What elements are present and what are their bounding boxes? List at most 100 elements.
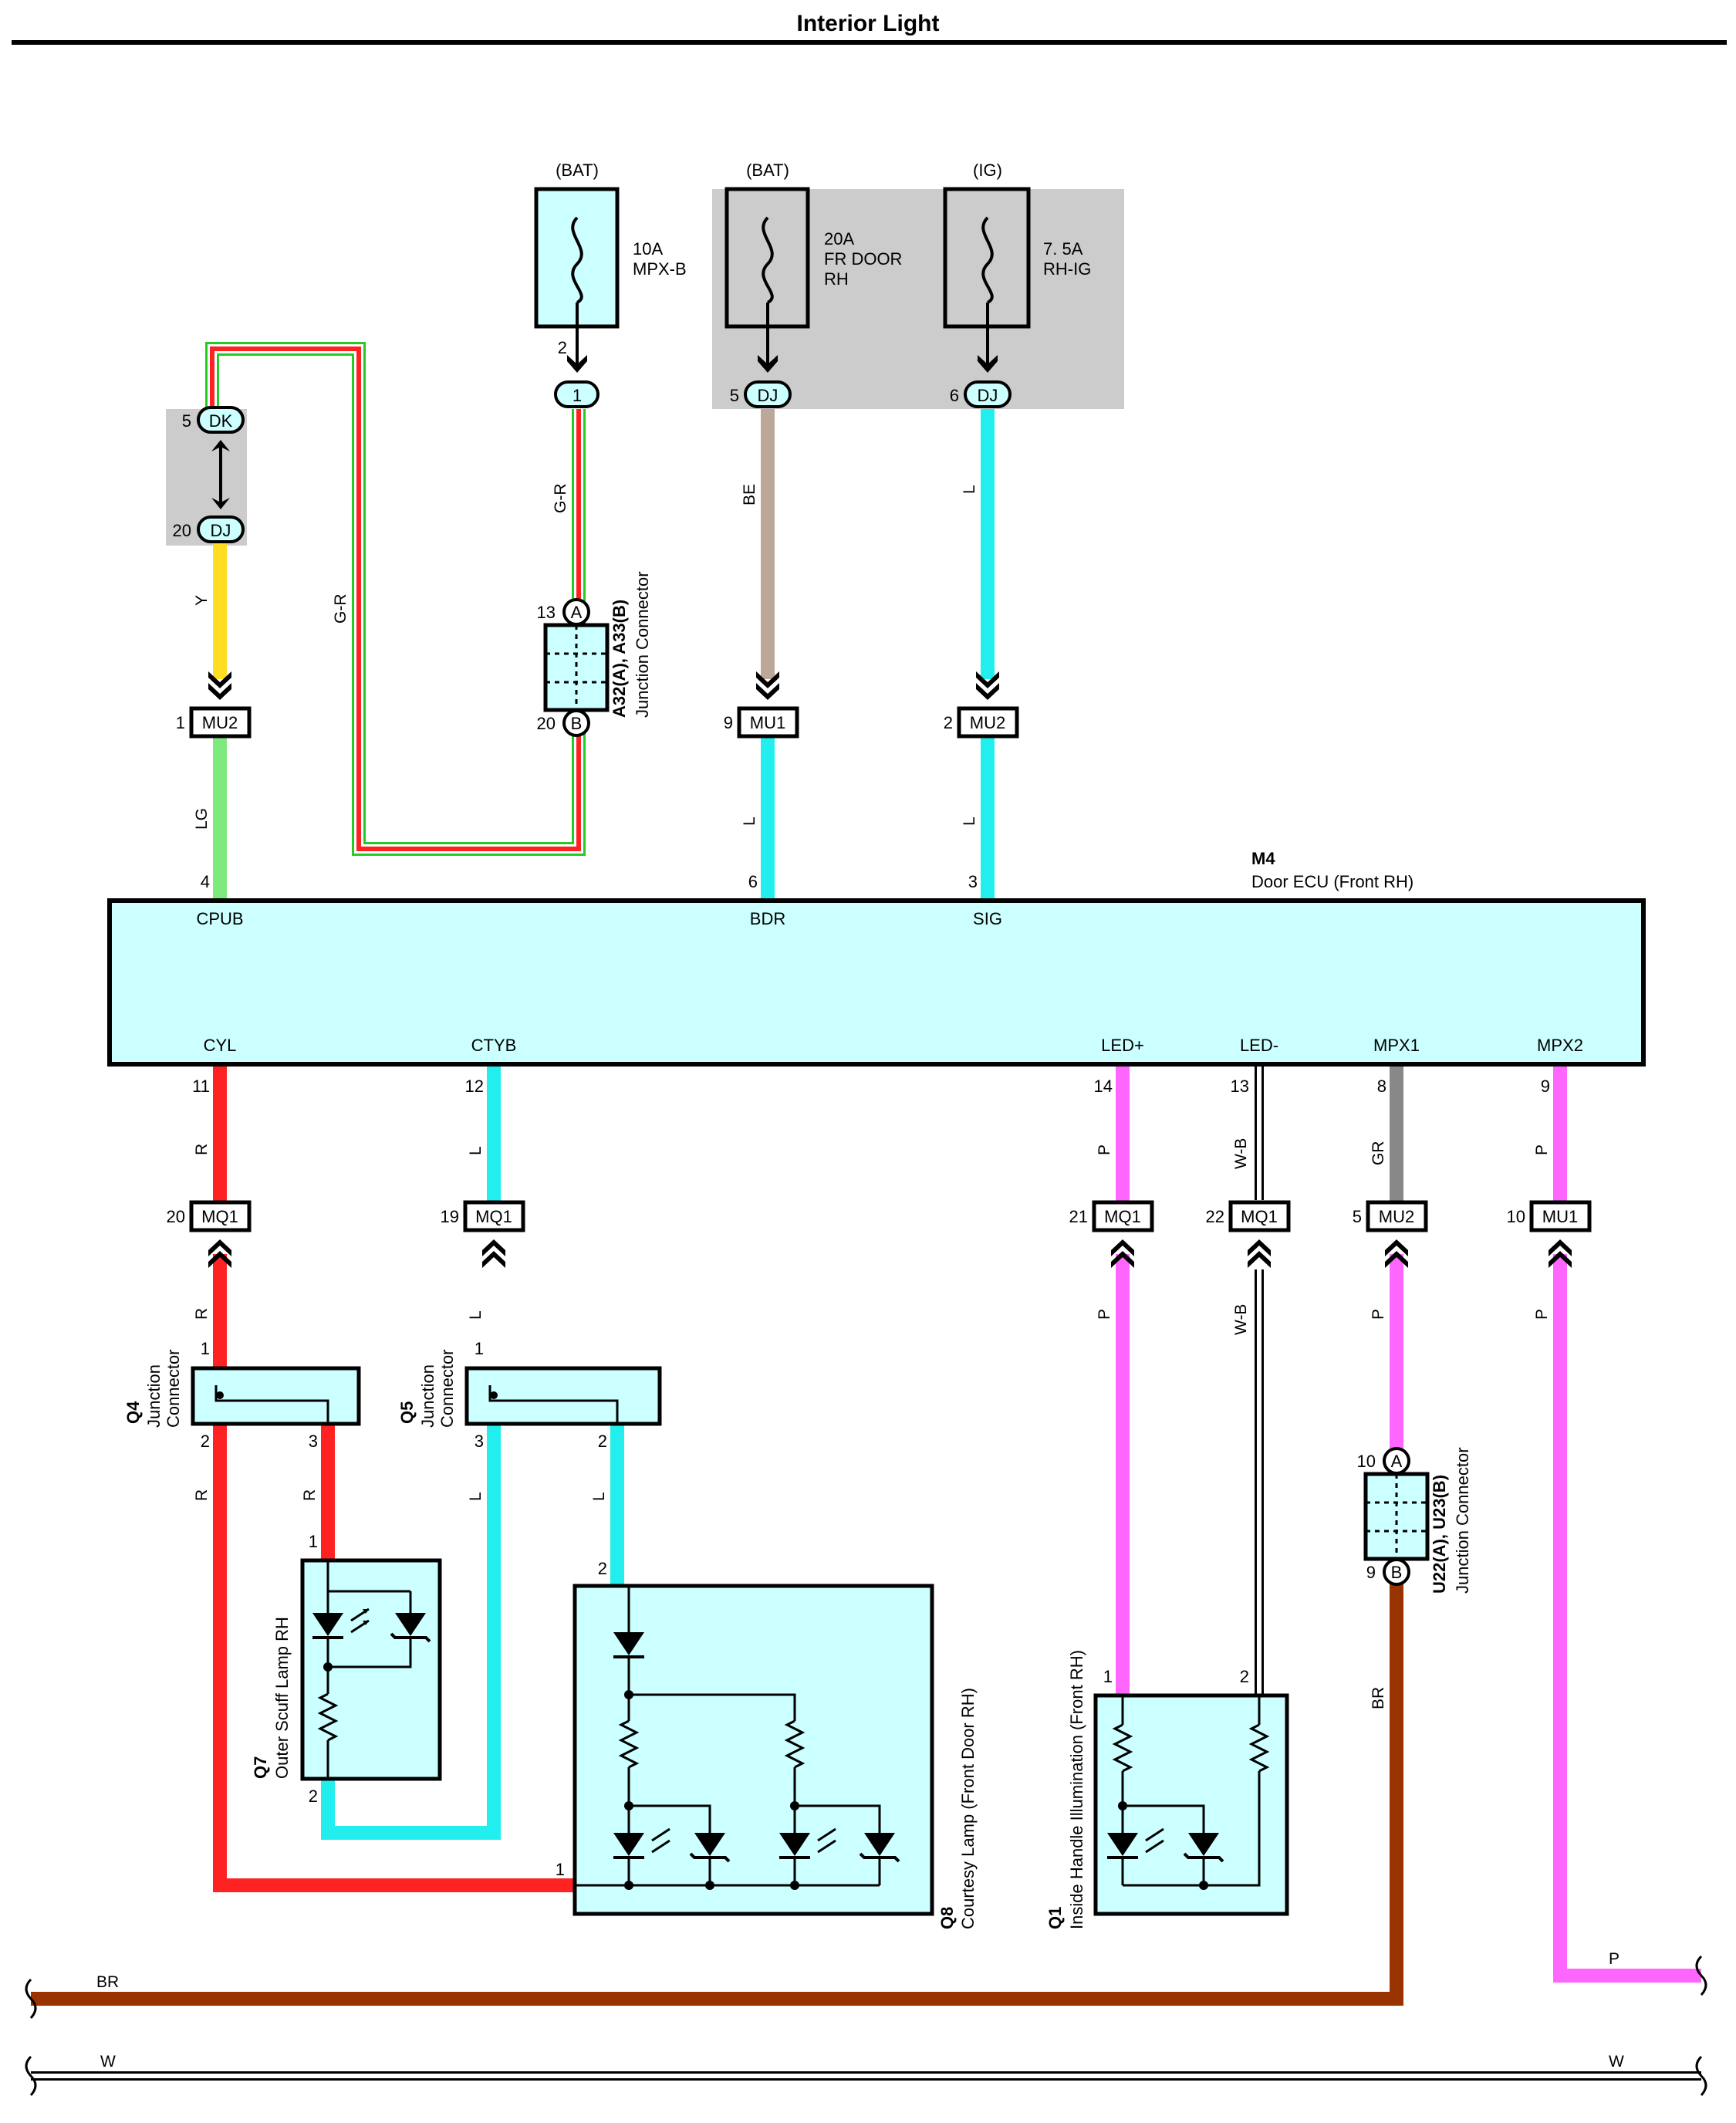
q5-desc-1: Junction [418, 1364, 437, 1428]
conn-1-mpxb [554, 380, 599, 408]
q4-pin-1: 1 [201, 1339, 210, 1358]
wire-label-y: Y [193, 595, 211, 606]
q8-name: Courtesy Lamp (Front Door RH) [958, 1688, 978, 1929]
q4-desc-2: Connector [164, 1349, 183, 1428]
q4-pin-3: 3 [309, 1432, 318, 1451]
wire-label-gr: GR [1370, 1141, 1387, 1166]
wire-label-l-low: L [467, 1492, 485, 1501]
fuse-rh-ig [943, 187, 1031, 373]
fuse2-rating: 20A [824, 229, 854, 248]
q4-desc-1: Junction [144, 1364, 164, 1428]
u22-code: U22(A), U23(B) [1430, 1475, 1449, 1594]
conn-mu1-10-label: MU1 [1542, 1207, 1578, 1226]
a32-code: A32(A), A33(B) [610, 600, 629, 718]
pin-20-mq1: 20 [167, 1207, 185, 1226]
q5-code: Q5 [397, 1401, 417, 1424]
wire-label-l-mid: L [467, 1310, 485, 1320]
conn-mu2-5-label: MU2 [1379, 1207, 1414, 1226]
q4-pin-2: 2 [201, 1432, 210, 1451]
bus-label-w-right: W [1609, 2053, 1624, 2071]
fuse1-rating: 10A [633, 239, 663, 259]
bus-break-p [1695, 1955, 1707, 1996]
junction-q5 [464, 1366, 662, 1426]
fuse1-name: MPX-B [633, 259, 687, 279]
ecu-pin-12: 12 [465, 1077, 484, 1096]
conn-mq1-21 [1092, 1200, 1154, 1232]
pin-9-u23: 9 [1366, 1563, 1376, 1582]
fuse3-name: RH-IG [1043, 259, 1091, 279]
conn-mu2-5 [1366, 1200, 1428, 1232]
wire-label-l-bdr: L [741, 816, 758, 826]
wire-label-br: BR [1370, 1687, 1387, 1709]
wire-r-q8 [213, 1254, 575, 1892]
bus-break-w-right [1695, 2055, 1707, 2097]
pin-2-mu2: 2 [944, 713, 953, 732]
u22-desc: Junction Connector [1453, 1447, 1472, 1594]
fuse3-rating: 7. 5A [1043, 239, 1083, 259]
wire-label-p-mpx1: P [1370, 1309, 1387, 1320]
wire-l-q7 [321, 1424, 501, 1840]
door-ecu-box [107, 898, 1646, 1067]
ecu-pin-4: 4 [201, 872, 210, 891]
conn-dj-rh-ig [964, 380, 1012, 408]
ecu-term-cpub: CPUB [196, 909, 243, 928]
wire-label-r-mid: R [193, 1308, 211, 1320]
ecu-code: M4 [1251, 849, 1275, 868]
junction-q4 [191, 1366, 361, 1426]
q1-pin-1: 1 [1103, 1667, 1113, 1686]
conn-dj-label-1: DJ [758, 386, 778, 405]
conn-mu2-2 [957, 706, 1019, 739]
ecu-pin-3: 3 [968, 872, 978, 891]
conn-mu2-2-label: MU2 [970, 713, 1005, 732]
pin-2-mpxb: 2 [558, 338, 567, 357]
wire-label-l-q8: L [590, 1492, 608, 1501]
junction-a32-a33 [543, 598, 610, 737]
wire-label-wb-top: W-B [1232, 1138, 1250, 1169]
pin-9-mu1: 9 [724, 713, 733, 732]
wire-label-p-mu1: P [1533, 1309, 1551, 1320]
a32-pin-a: A [571, 603, 583, 622]
conn-mu2-1 [189, 706, 252, 739]
conn-dk-label: DK [209, 411, 233, 431]
wire-label-r-q7: R [301, 1489, 319, 1501]
q7-code: Q7 [251, 1756, 270, 1779]
chevron-mu2-2 [976, 671, 999, 700]
ecu-term-sig: SIG [973, 909, 1002, 928]
pin-5-mu2: 5 [1353, 1207, 1362, 1226]
pin-5-dj: 5 [730, 386, 739, 405]
conn-mq1-19 [463, 1200, 525, 1232]
a32-pin-b: B [571, 714, 583, 733]
q5-pin-1: 1 [475, 1339, 484, 1358]
pin-10-mu1: 10 [1507, 1207, 1525, 1226]
q5-desc-2: Connector [437, 1349, 457, 1428]
ecu-pin-11: 11 [192, 1077, 210, 1096]
wire-br-bus [31, 1574, 1403, 2006]
ecu-pin-9: 9 [1541, 1077, 1550, 1096]
conn-mq1-19-label: MQ1 [475, 1207, 512, 1226]
conn-1-label: 1 [572, 386, 582, 405]
q8-pin-1: 1 [556, 1860, 565, 1879]
ecu-name: Door ECU (Front RH) [1251, 872, 1413, 891]
u22-pin-a: A [1391, 1452, 1403, 1471]
wire-label-r-cyl: R [193, 1144, 211, 1155]
fuse-mpx-b [534, 187, 620, 373]
ecu-pin-13: 13 [1231, 1077, 1249, 1096]
ecu-term-ctyb: CTYB [471, 1036, 517, 1055]
fuse-fr-door-rh [724, 187, 810, 373]
fuse2-name2: RH [824, 269, 849, 289]
ecu-pin-8: 8 [1377, 1077, 1386, 1096]
conn-mu2-1-label: MU2 [202, 713, 238, 732]
u22-pin-b: B [1391, 1563, 1403, 1582]
ecu-term-mpx1: MPX1 [1373, 1036, 1420, 1055]
pin-20-a33: 20 [537, 714, 556, 733]
wire-label-p-led: P [1096, 1144, 1113, 1155]
pin-1-mu2: 1 [176, 713, 185, 732]
a32-desc: Junction Connector [633, 571, 652, 718]
bus-label-br: BR [96, 1973, 119, 1991]
ecu-term-mpx2: MPX2 [1537, 1036, 1583, 1055]
conn-mq1-21-label: MQ1 [1104, 1207, 1141, 1226]
conn-mq1-20 [189, 1200, 252, 1232]
conn-dj-label-3: DJ [211, 521, 231, 540]
conn-dj-dk [197, 516, 245, 543]
ecu-term-bdr: BDR [750, 909, 785, 928]
